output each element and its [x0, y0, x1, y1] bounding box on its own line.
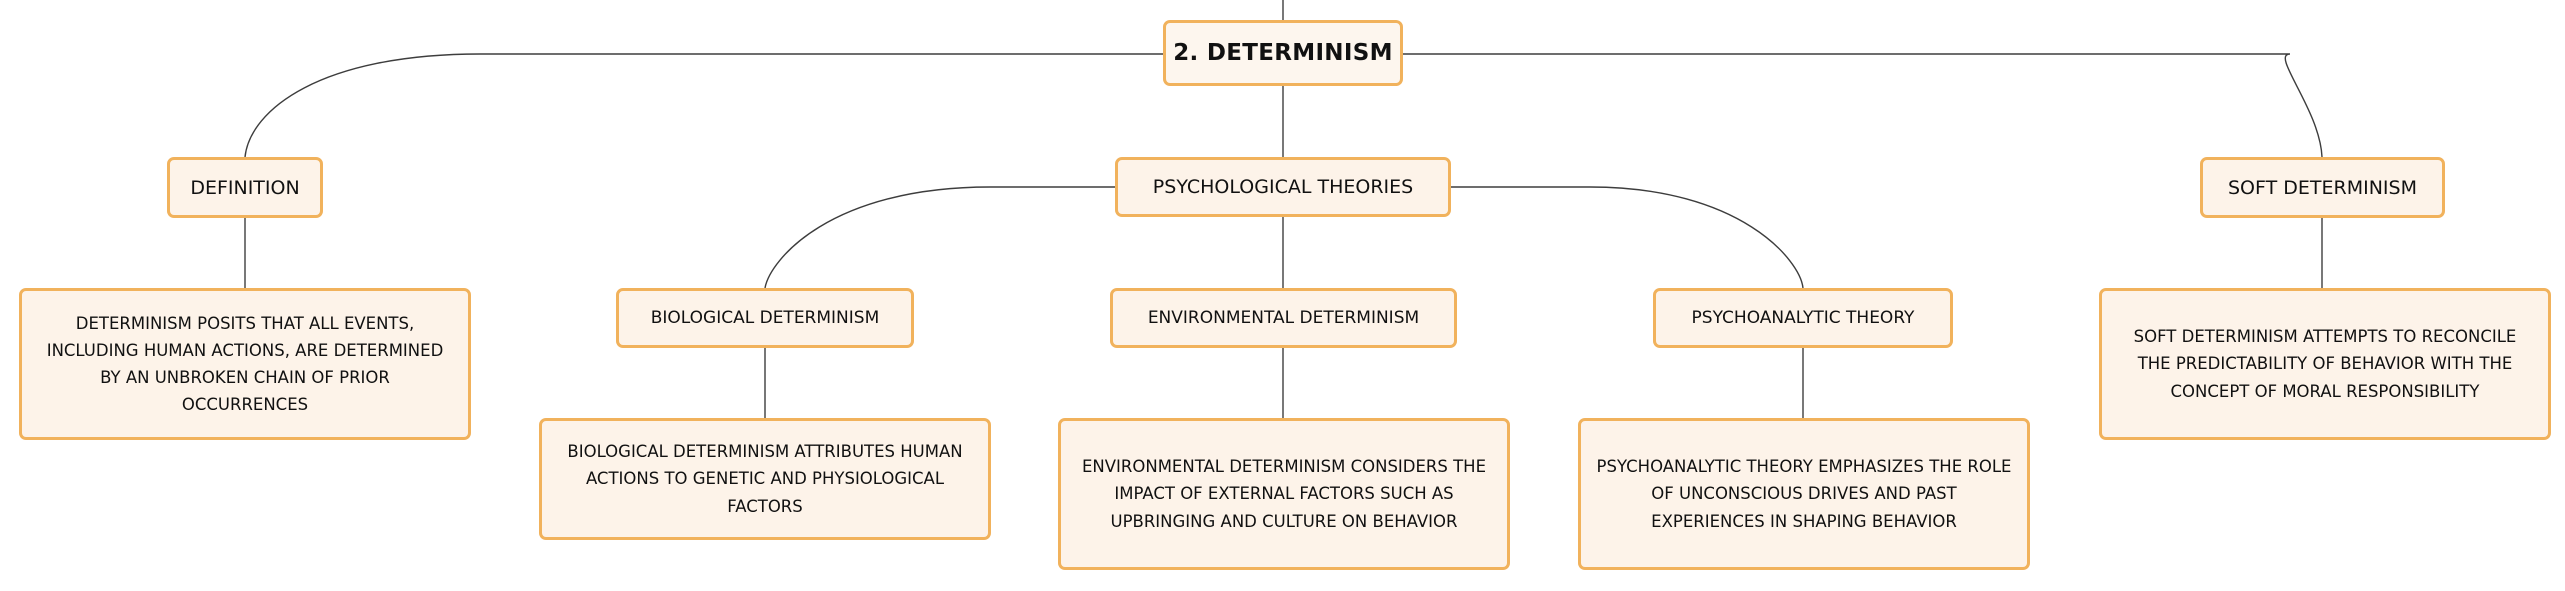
node-psychological-theories[interactable]: PSYCHOLOGICAL THEORIES: [1115, 157, 1451, 217]
node-psychoanalytic-theory[interactable]: PSYCHOANALYTIC THEORY: [1653, 288, 1953, 348]
node-definition[interactable]: DEFINITION: [167, 157, 323, 218]
environmental-determinism-text-box[interactable]: ENVIRONMENTAL DETERMINISM CONSIDERS THE …: [1058, 418, 1510, 570]
node-soft-determinism[interactable]: SOFT DETERMINISM: [2200, 157, 2445, 218]
connector-root-soft: [1403, 53, 2323, 158]
connector-psych-psychoanalytic: [1451, 186, 1804, 289]
root-node-determinism[interactable]: 2. DETERMINISM: [1163, 20, 1403, 86]
definition-text-box[interactable]: DETERMINISM POSITS THAT ALL EVENTS, INCL…: [19, 288, 471, 440]
node-biological-determinism[interactable]: BIOLOGICAL DETERMINISM: [616, 288, 914, 348]
connector-root-definition: [244, 53, 1163, 158]
node-environmental-determinism[interactable]: ENVIRONMENTAL DETERMINISM: [1110, 288, 1457, 348]
soft-determinism-text-box[interactable]: SOFT DETERMINISM ATTEMPTS TO RECONCILE T…: [2099, 288, 2551, 440]
connector-psych-biological: [764, 186, 1115, 289]
psychoanalytic-theory-text-box[interactable]: PSYCHOANALYTIC THEORY EMPHASIZES THE ROL…: [1578, 418, 2030, 570]
biological-determinism-text-box[interactable]: BIOLOGICAL DETERMINISM ATTRIBUTES HUMAN …: [539, 418, 991, 540]
